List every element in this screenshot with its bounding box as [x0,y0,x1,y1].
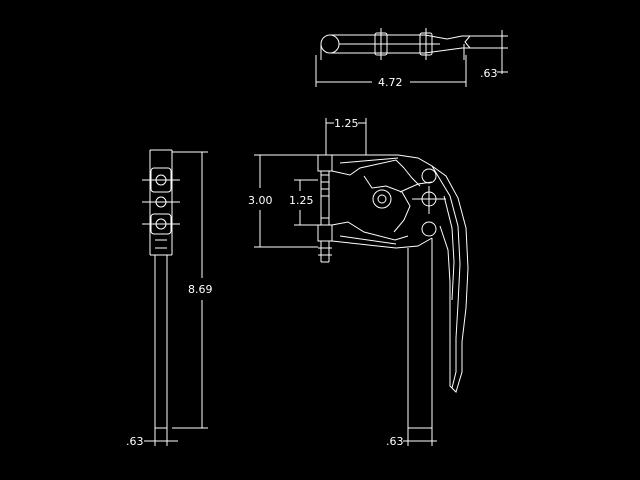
top-width-label: 4.72 [378,76,403,89]
top-thickness-label: .63 [480,67,498,80]
side-view [142,149,180,429]
jaw-offset-label: 1.25 [334,117,359,130]
jaw-height-label: 3.00 [248,194,273,207]
side-bar-width-label: .63 [126,435,144,448]
side-bar-width-dimension: .63 [126,428,178,448]
top-width-dimension: 4.72 [315,55,467,89]
bolt-spacing-label: 1.25 [289,194,314,207]
front-bar-width-label: .63 [386,435,404,448]
overall-height-label: 8.69 [188,283,213,296]
bolt-spacing-dimension: 1.25 [289,179,318,226]
overall-height-dimension: 8.69 [172,151,213,429]
jaw-offset-dimension: 1.25 [325,117,367,155]
front-view [317,154,469,429]
jaw-height-dimension: 3.00 [248,154,318,248]
front-bar-width-dimension: .63 [386,428,437,448]
top-view [320,28,508,74]
